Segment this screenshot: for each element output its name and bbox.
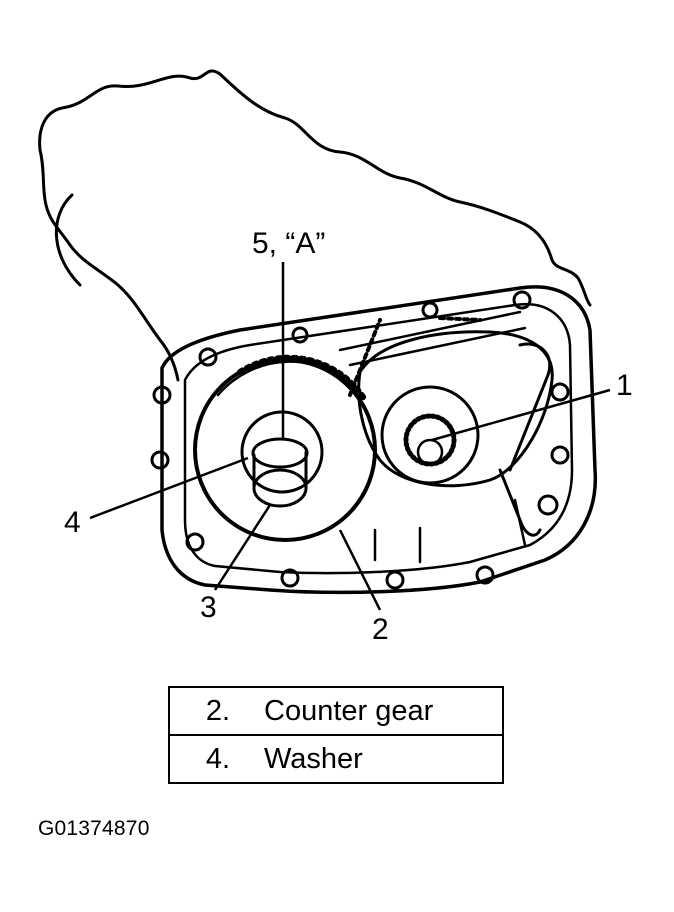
callout-5: 5, “A” xyxy=(252,227,325,260)
housing-arc xyxy=(54,193,82,287)
legend-label: Washer xyxy=(264,742,363,775)
legend-table: 2. Counter gear 4. Washer xyxy=(168,686,504,784)
counter-gear xyxy=(193,358,377,542)
shift-fork xyxy=(498,342,552,537)
output-gear-outer xyxy=(380,385,480,485)
legend-number: 2. xyxy=(205,694,230,727)
gear-housing-cover xyxy=(357,330,554,488)
output-gear-bore xyxy=(416,438,444,466)
leader-line-2 xyxy=(338,529,382,611)
bolt-holes xyxy=(150,290,570,590)
callout-2: 2 xyxy=(372,613,389,646)
case-ribs xyxy=(373,498,527,564)
callout-1: 1 xyxy=(616,369,633,402)
housing-left-edge xyxy=(38,148,180,382)
legend-row: 2. Counter gear xyxy=(168,686,504,736)
callout-3: 3 xyxy=(200,591,217,624)
leader-line-1 xyxy=(431,388,611,442)
case-flange xyxy=(160,285,598,595)
legend-label: Counter gear xyxy=(264,694,434,727)
shaft-collar xyxy=(251,437,309,469)
callout-4: 4 xyxy=(64,506,81,539)
shift-rail xyxy=(338,310,527,367)
figure-id: G01374870 xyxy=(38,817,150,840)
legend-row: 4. Washer xyxy=(168,734,504,784)
counter-gear-rim xyxy=(216,360,362,397)
legend-number: 4. xyxy=(205,742,230,775)
upper-gear-teeth xyxy=(348,316,482,397)
leader-line-3 xyxy=(213,504,272,591)
housing-outline xyxy=(38,69,592,307)
leader-line-4 xyxy=(89,456,249,520)
